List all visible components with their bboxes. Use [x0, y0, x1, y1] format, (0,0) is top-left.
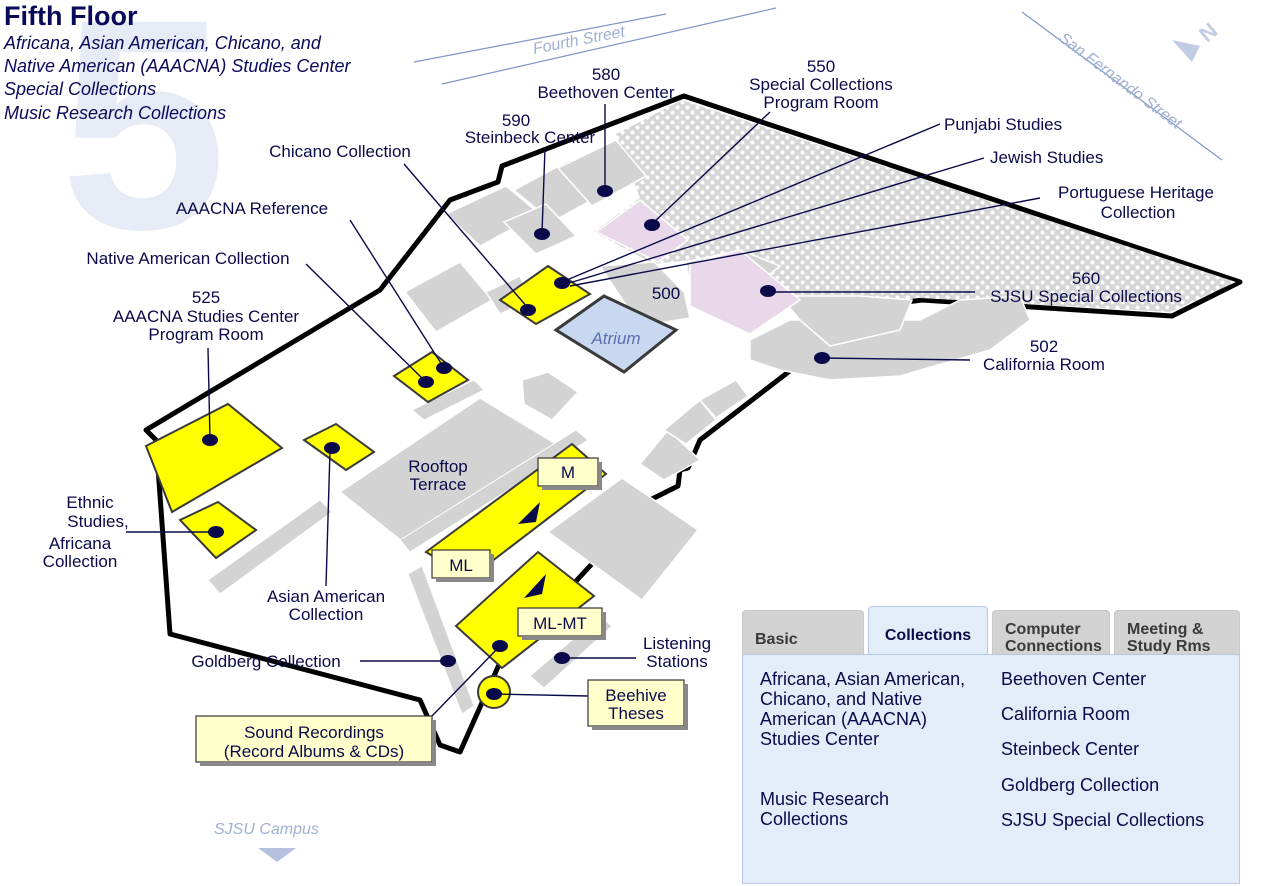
label-rooftop-2: Terrace: [410, 475, 467, 494]
link-california-room[interactable]: California Room: [1001, 704, 1131, 724]
label-portuguese-2: Collection: [1101, 203, 1176, 222]
subtitle-line-4: Music Research Collections: [4, 103, 226, 123]
link-sjsu-special-collections[interactable]: SJSU Special Collections: [1001, 810, 1205, 830]
tab-meeting-label-1: Meeting &: [1127, 621, 1204, 638]
label-560-num: 560: [1072, 269, 1100, 288]
floor-numeral: 5: [60, 0, 227, 292]
label-box-ml: ML: [431, 549, 494, 582]
tab-basic[interactable]: Basic: [742, 610, 864, 656]
label-ethnic-2: Studies,: [67, 512, 128, 531]
subtitle-line-3: Special Collections: [4, 79, 156, 99]
label-525-line1: AAACNA Studies Center: [113, 307, 299, 326]
tab-collections[interactable]: Collections: [868, 606, 988, 656]
label-ethnic-4: Collection: [43, 552, 118, 571]
leader-lines: [126, 104, 1041, 717]
tab-collections-label: Collections: [884, 627, 972, 644]
street-campus: SJSU Campus: [214, 821, 319, 838]
label-box-m: M: [537, 457, 602, 490]
label-525-line2: Program Room: [148, 325, 263, 344]
label-580-name: Beethoven Center: [537, 83, 674, 102]
tab-content-collections: Africana, Asian American, Chicano, and N…: [742, 654, 1240, 884]
info-panel: Basic Collections Computer Connections M…: [742, 606, 1240, 884]
link-steinbeck-center[interactable]: Steinbeck Center: [1001, 739, 1140, 759]
label-native: Native American Collection: [86, 249, 289, 268]
page-title: Fifth Floor: [4, 1, 138, 31]
label-560-name: SJSU Special Collections: [990, 287, 1182, 306]
label-chicano: Chicano Collection: [269, 142, 411, 161]
subtitle-line-1: Africana, Asian American, Chicano, and: [3, 33, 322, 53]
label-ml: ML: [449, 556, 473, 575]
north-arrow-icon: N: [1172, 18, 1222, 62]
label-525-num: 525: [192, 288, 220, 307]
svg-text:N: N: [1194, 18, 1222, 47]
label-590-name: Steinbeck Center: [465, 128, 596, 147]
label-ethnic-3: Africana: [49, 534, 112, 553]
label-aaacna-ref: AAACNA Reference: [176, 199, 328, 218]
label-sound-1: Sound Recordings: [244, 723, 384, 742]
subtitle-line-2: Native American (AAACNA) Studies Center: [4, 56, 351, 76]
label-580-num: 580: [592, 65, 620, 84]
label-box-sound: Sound Recordings (Record Albums & CDs): [195, 715, 436, 766]
label-sound-2: (Record Albums & CDs): [224, 742, 404, 761]
stairs-down-icon: [524, 574, 546, 598]
label-punjabi: Punjabi Studies: [944, 115, 1062, 134]
label-550-line2: Program Room: [763, 93, 878, 112]
atrium-room: [553, 294, 679, 374]
link-goldberg-collection[interactable]: Goldberg Collection: [1001, 775, 1160, 795]
tab-meeting-label-2: Study Rms: [1127, 638, 1211, 655]
tab-computer-label-1: Computer: [1005, 621, 1081, 638]
campus-arrow-icon: [258, 848, 296, 862]
label-590-num: 590: [502, 111, 530, 130]
label-ethnic-1: Ethnic: [66, 493, 114, 512]
label-502-name: California Room: [983, 355, 1105, 374]
label-box-beehive: Beehive Theses: [587, 679, 688, 730]
tab-basic-label: Basic: [755, 631, 798, 648]
location-markers: [202, 185, 830, 700]
link-beethoven-center[interactable]: Beethoven Center: [1001, 669, 1147, 689]
street-san-fernando: San Fernando Street: [1056, 30, 1185, 133]
tab-computer-label-2: Connections: [1005, 638, 1102, 655]
label-atrium: Atrium: [590, 329, 640, 348]
label-asian-2: Collection: [289, 605, 364, 624]
label-goldberg: Goldberg Collection: [191, 652, 340, 671]
label-550-num: 550: [807, 57, 835, 76]
stairs-up-icon: [518, 502, 540, 524]
label-502-num: 502: [1030, 337, 1058, 356]
label-rooftop-1: Rooftop: [408, 457, 468, 476]
label-jewish: Jewish Studies: [990, 148, 1103, 167]
yellow-rooms: [144, 264, 608, 670]
label-beehive-2: Theses: [608, 704, 664, 723]
tab-meeting-study-rooms[interactable]: Meeting & Study Rms: [1114, 610, 1240, 656]
label-listening-2: Stations: [646, 652, 707, 671]
label-500: 500: [652, 284, 680, 303]
label-portuguese-1: Portuguese Heritage: [1058, 183, 1214, 202]
label-550-line1: Special Collections: [749, 75, 893, 94]
room-550: [594, 199, 690, 263]
label-box-mlmt: ML-MT: [517, 607, 606, 640]
label-listening-1: Listening: [643, 634, 711, 653]
room-560: [689, 249, 802, 335]
label-asian-1: Asian American: [267, 587, 385, 606]
label-mlmt: ML-MT: [533, 614, 587, 633]
tab-computer-connections[interactable]: Computer Connections: [992, 610, 1110, 656]
label-beehive-1: Beehive: [605, 686, 666, 705]
label-m: M: [561, 463, 575, 482]
link-music-research[interactable]: Music Research Collections: [760, 789, 890, 829]
link-aaacna-center[interactable]: Africana, Asian American, Chicano, and N…: [760, 669, 966, 749]
